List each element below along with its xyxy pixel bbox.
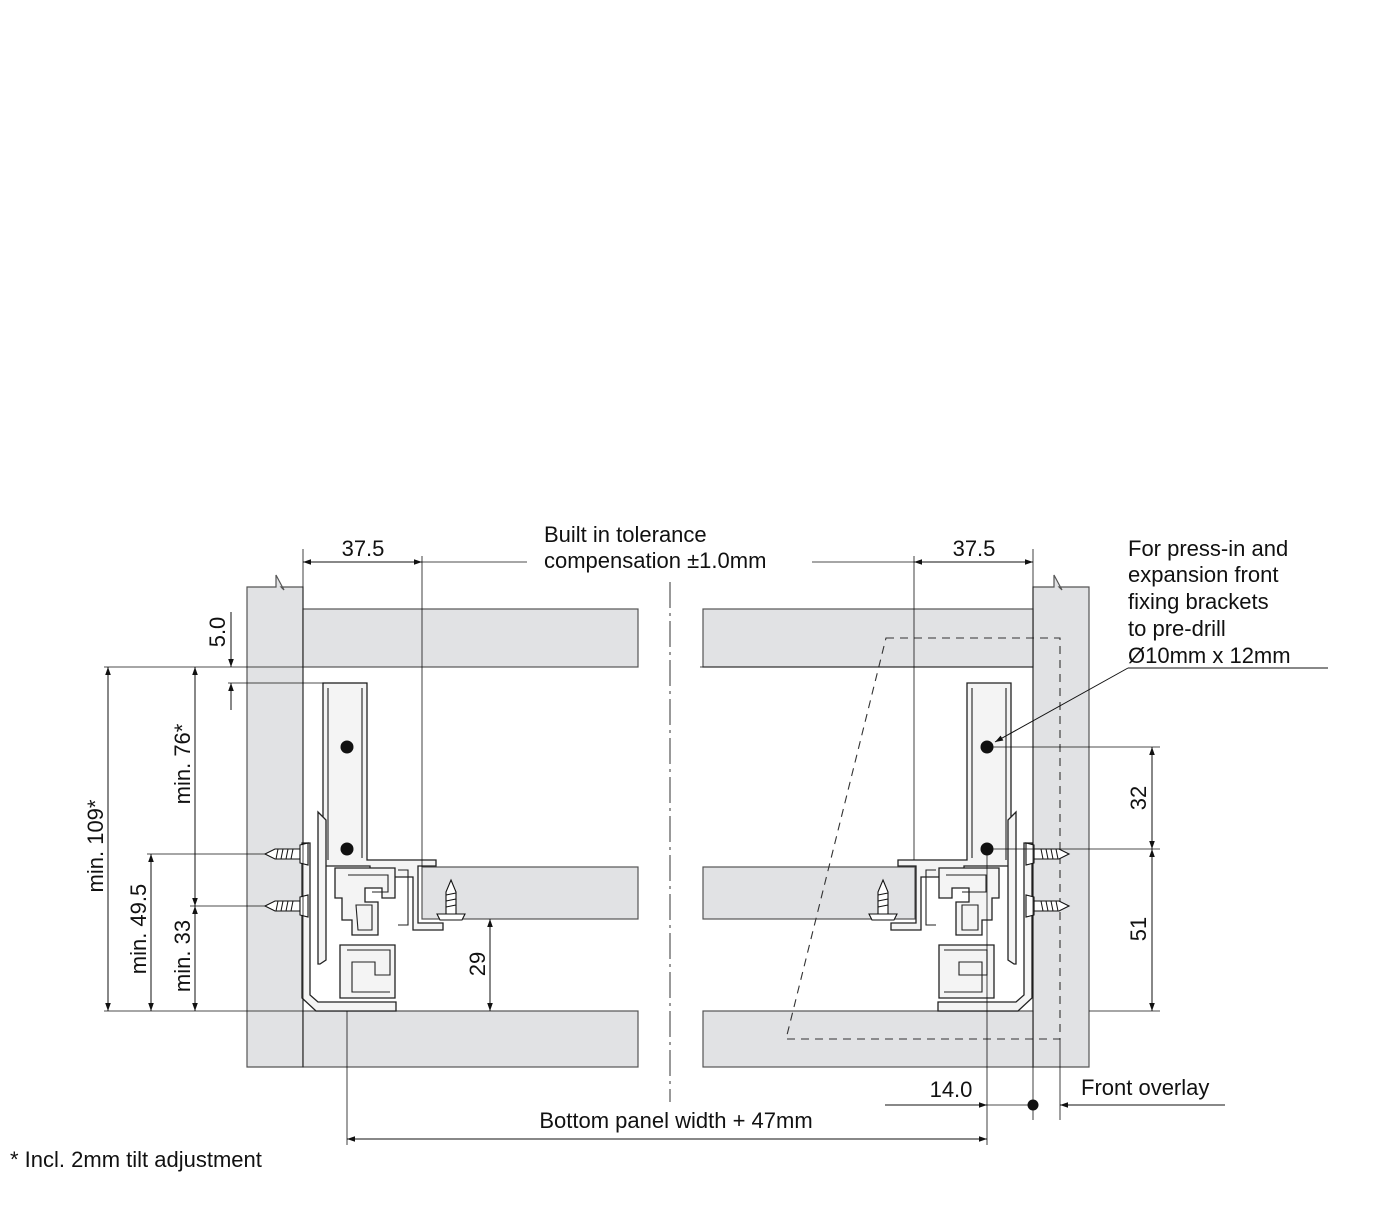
dim-label-min-76: min. 76* <box>170 723 195 804</box>
cabinet-right-side-panel <box>1032 574 1090 1068</box>
predrill-note-line2: expansion front <box>1128 562 1278 587</box>
predrill-note-line5: Ø10mm x 12mm <box>1128 643 1291 668</box>
bottom-panel-width-label: Bottom panel width + 47mm <box>539 1108 812 1133</box>
right-runner <box>890 682 1033 1012</box>
bracket-hole-bottom-left <box>340 842 354 856</box>
dim-label-5-0: 5.0 <box>205 617 230 648</box>
dim-label-min-33: min. 33 <box>170 920 195 992</box>
cabinet-left-side-panel <box>246 574 304 1068</box>
drawer-top-panel-left <box>302 608 639 668</box>
dim-label-29: 29 <box>465 952 490 976</box>
drawer-back-panel-left <box>421 866 639 920</box>
dim-label-37-5-left: 37.5 <box>342 536 385 561</box>
screw-right-upper <box>1025 842 1071 866</box>
drawer-bottom-panel-left <box>302 1010 639 1068</box>
bracket-hole-top-left <box>340 740 354 754</box>
footnote: * Incl. 2mm tilt adjustment <box>10 1147 262 1172</box>
predrill-note-line4: to pre-drill <box>1128 616 1226 641</box>
drawer-bottom-panel-right <box>702 1010 1034 1068</box>
dim-label-51: 51 <box>1126 917 1151 941</box>
dim-label-37-5-right: 37.5 <box>953 536 996 561</box>
screw-left-lower <box>263 894 309 918</box>
front-panel-outline <box>785 637 1061 1040</box>
dim-label-min-49-5: min. 49.5 <box>126 884 151 975</box>
screw-left-upper <box>263 842 309 866</box>
tolerance-label-line1: Built in tolerance <box>544 522 707 547</box>
screw-back-left <box>436 878 466 921</box>
predrill-note-line1: For press-in and <box>1128 536 1288 561</box>
drawer-top-panel-right <box>702 608 1034 668</box>
predrill-note-line3: fixing brackets <box>1128 589 1269 614</box>
dim-label-14-0: 14.0 <box>930 1077 973 1102</box>
screw-back-right <box>868 878 898 921</box>
left-runner <box>301 682 444 1012</box>
tolerance-label-line2: compensation ±1.0mm <box>544 548 766 573</box>
front-overlay-label: Front overlay <box>1081 1075 1209 1100</box>
dim-label-min-109: min. 109* <box>83 799 108 892</box>
dim-label-32: 32 <box>1126 786 1151 810</box>
screw-right-lower <box>1025 894 1071 918</box>
